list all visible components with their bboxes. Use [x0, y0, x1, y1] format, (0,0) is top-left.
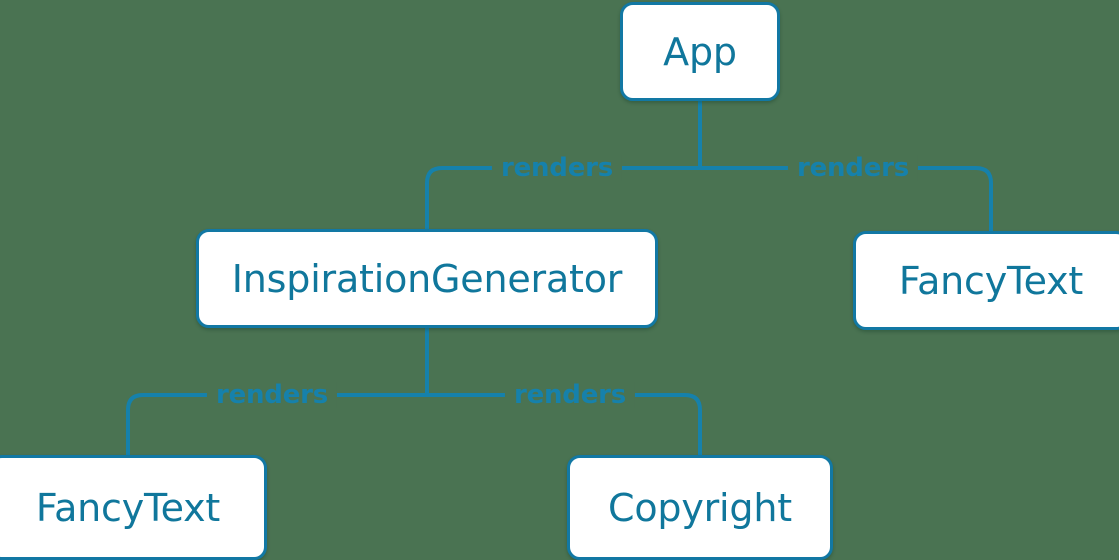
edge-inspirationgenerator-to-copyright — [425, 393, 702, 457]
edge-inspirationgenerator-to-fancytext — [126, 393, 429, 457]
node-fancytext-right[interactable]: FancyText — [853, 231, 1119, 330]
node-inspirationgenerator[interactable]: InspirationGenerator — [196, 229, 658, 328]
node-inspirationgenerator-label: InspirationGenerator — [231, 256, 623, 301]
node-copyright-label: Copyright — [608, 485, 792, 530]
edge-label-app-to-fancytext-right: renders — [787, 155, 919, 181]
edge-label-inspirationgenerator-to-fancytext: renders — [206, 382, 338, 408]
edge-label-app-to-inspirationgenerator: renders — [491, 155, 623, 181]
edge-app-to-inspirationgenerator — [425, 166, 702, 231]
node-app[interactable]: App — [620, 2, 780, 101]
node-fancytext-bottom-left-label: FancyText — [35, 485, 221, 530]
node-copyright[interactable]: Copyright — [567, 455, 833, 560]
node-fancytext-bottom-left[interactable]: FancyText — [0, 455, 267, 560]
node-app-label: App — [663, 29, 737, 74]
edge-app-to-fancytext-right — [698, 166, 993, 233]
node-fancytext-right-label: FancyText — [898, 258, 1084, 303]
edge-label-inspirationgenerator-to-copyright: renders — [504, 382, 636, 408]
